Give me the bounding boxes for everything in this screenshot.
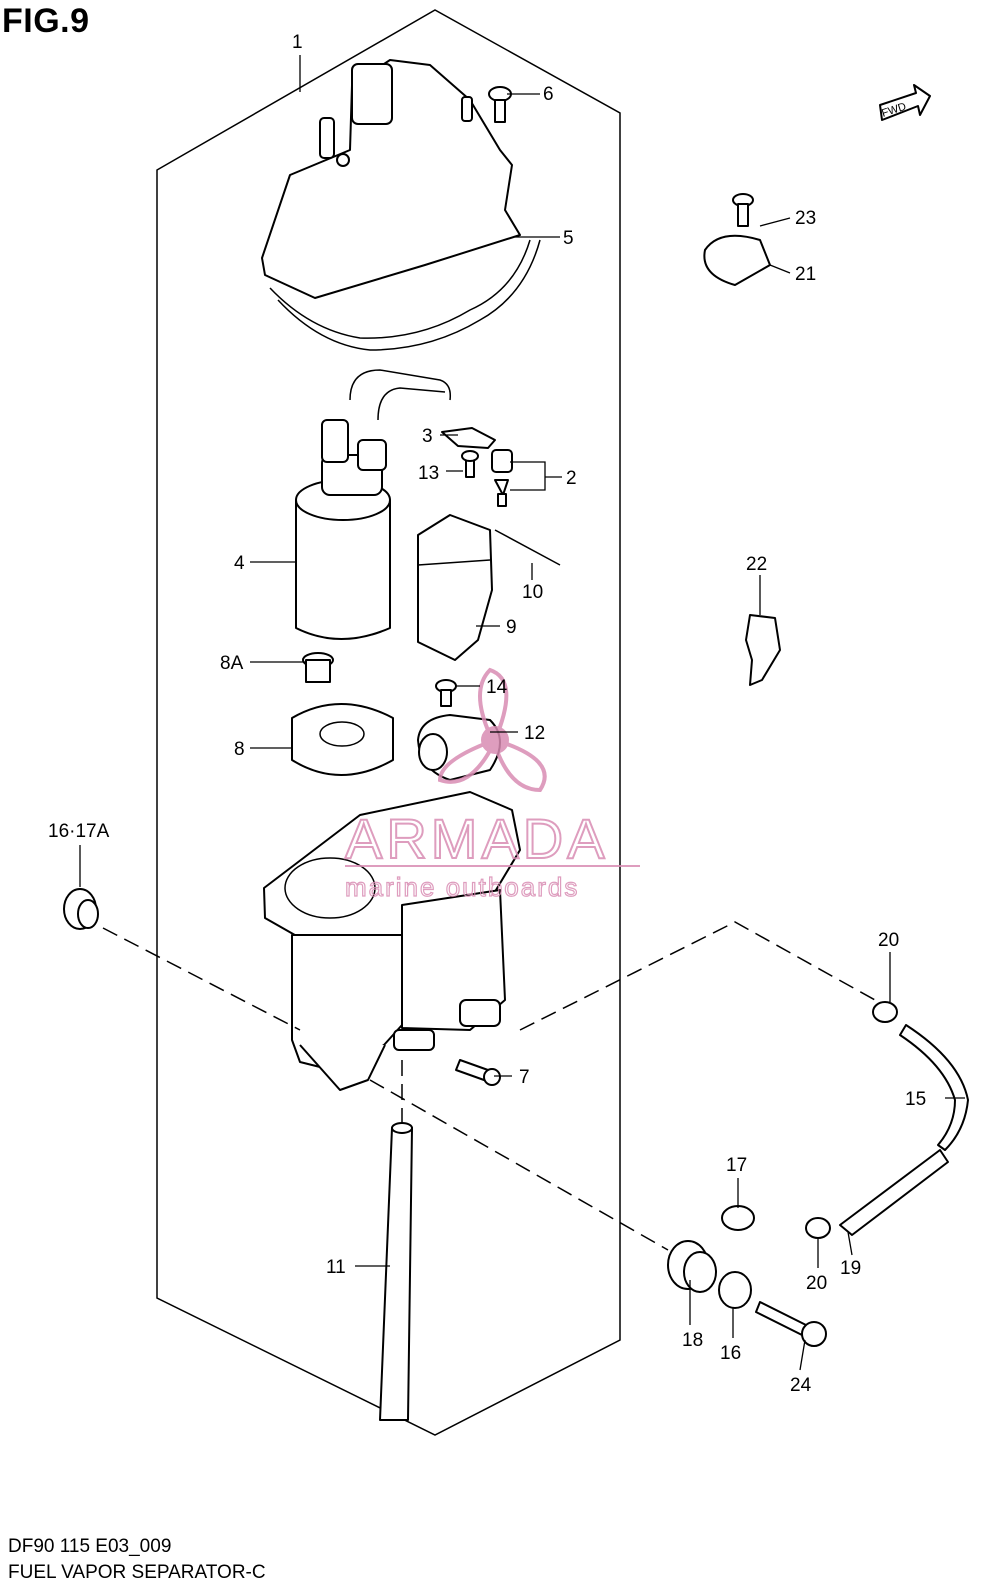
fwd-marker: FWD bbox=[879, 84, 931, 121]
callout-19: 19 bbox=[840, 1258, 861, 1279]
drain-hose-part bbox=[379, 1122, 413, 1421]
callout-6: 6 bbox=[543, 84, 554, 105]
callout-15: 15 bbox=[905, 1089, 926, 1110]
callout-16: 16 bbox=[720, 1343, 741, 1364]
watermark-tagline: marine outboards bbox=[345, 872, 579, 902]
assembly-frame bbox=[156, 9, 621, 1436]
screw-part bbox=[488, 86, 512, 123]
top-cover-part bbox=[261, 59, 541, 351]
fuel-pump-part bbox=[295, 369, 452, 640]
watermark: ARMADA marine outboards bbox=[344, 667, 640, 903]
grommet-parts bbox=[63, 888, 827, 1347]
mount-line-left bbox=[102, 927, 301, 1031]
callout-1: 1 bbox=[292, 32, 303, 53]
leader-lines bbox=[79, 55, 965, 1371]
callout-4: 4 bbox=[234, 553, 245, 574]
callout-2: 2 bbox=[566, 468, 577, 489]
callout-21: 21 bbox=[795, 264, 816, 285]
callout-24: 24 bbox=[790, 1375, 812, 1396]
diagram-code: DF90 115 E03_009 bbox=[8, 1536, 172, 1557]
callout-13: 13 bbox=[418, 463, 439, 484]
callout-11: 11 bbox=[326, 1257, 346, 1278]
callout-8: 8 bbox=[234, 739, 245, 760]
callout-23: 23 bbox=[795, 208, 816, 229]
callout-18: 18 bbox=[682, 1330, 703, 1351]
callout-10: 10 bbox=[522, 582, 543, 603]
callout-labels: 1 6 5 23 21 3 13 2 4 22 10 9 8A 14 12 8 … bbox=[48, 32, 926, 1396]
propeller-logo-icon bbox=[437, 667, 547, 793]
callout-14: 14 bbox=[486, 677, 508, 698]
callout-20-bottom: 20 bbox=[806, 1273, 827, 1294]
callout-12: 12 bbox=[524, 723, 545, 744]
callout-22: 22 bbox=[746, 554, 767, 575]
bracket-parts bbox=[703, 193, 781, 686]
callout-9: 9 bbox=[506, 617, 517, 638]
callout-7: 7 bbox=[519, 1067, 530, 1088]
figure-title: FIG.9 bbox=[2, 2, 90, 40]
callout-5: 5 bbox=[563, 228, 574, 249]
callout-8a: 8A bbox=[220, 653, 244, 674]
separator-body-part bbox=[263, 791, 521, 1091]
callout-17: 17 bbox=[726, 1155, 747, 1176]
diagram-name: FUEL VAPOR SEPARATOR-C bbox=[8, 1562, 266, 1583]
mount-line-right bbox=[519, 921, 876, 1031]
watermark-brand: ARMADA bbox=[345, 807, 609, 870]
screw-7-part bbox=[455, 1059, 501, 1086]
callout-3: 3 bbox=[422, 426, 433, 447]
small-fittings-part bbox=[441, 427, 513, 507]
fuel-hose-part bbox=[839, 1024, 969, 1236]
callout-20-top: 20 bbox=[878, 930, 899, 951]
mount-line-bottom bbox=[369, 1079, 669, 1251]
callout-16-17a: 16·17A bbox=[48, 821, 110, 842]
pump-cover-part bbox=[417, 514, 561, 661]
pump-holder-part bbox=[291, 652, 394, 776]
